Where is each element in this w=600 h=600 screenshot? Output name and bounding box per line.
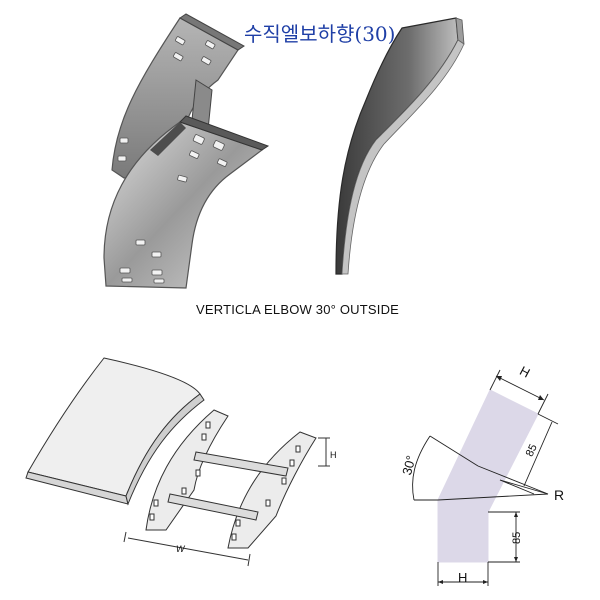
figure-caption: VERTICLA ELBOW 30° OUTSIDE: [196, 302, 400, 317]
page-title: 수직엘보하향(30): [244, 22, 396, 46]
profile-drawing: [412, 369, 559, 586]
lower-leg-label: 85: [511, 532, 523, 544]
cover-photo: [335, 17, 465, 275]
height-label: H: [330, 450, 337, 460]
width-label: W: [176, 544, 186, 554]
radius-label: R: [554, 487, 564, 503]
bottom-width-label: H: [458, 570, 467, 585]
isometric-drawing: [25, 357, 330, 567]
top-width-label: H: [517, 363, 532, 381]
angle-label: 30°: [399, 454, 419, 477]
upper-leg-label: 85: [524, 442, 540, 458]
elbow-photo: [103, 13, 270, 289]
